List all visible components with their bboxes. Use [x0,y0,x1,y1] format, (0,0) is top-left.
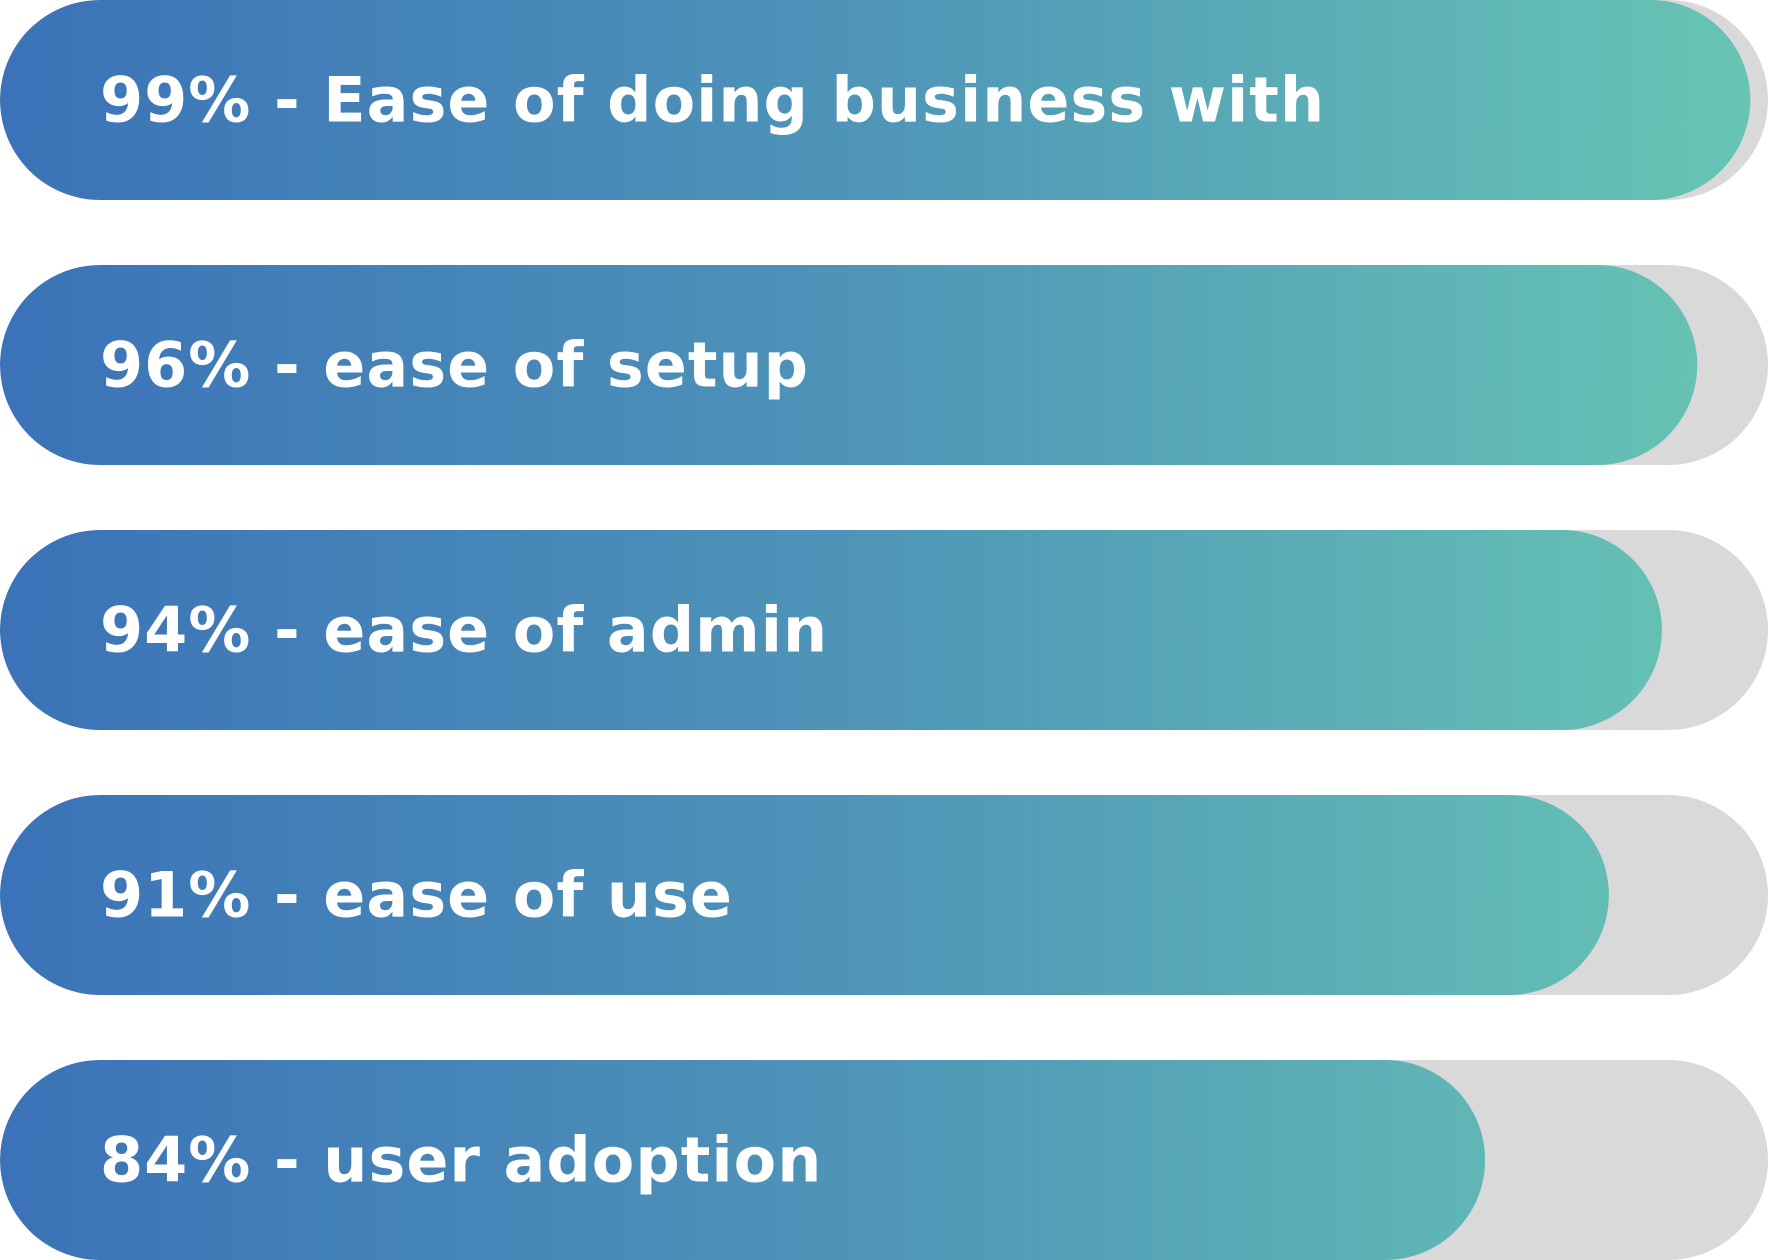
bar-row: 91% - ease of use [0,795,1768,995]
bar-fill [0,0,1751,200]
bar-row: 84% - user adoption [0,1060,1768,1260]
bar-fill [0,1060,1486,1260]
bar-fill [0,265,1698,465]
bar-label: 84% - user adoption [100,1124,822,1197]
bar-label: 96% - ease of setup [100,329,809,402]
bar-label: 99% - Ease of doing business with [100,64,1325,137]
bar-row: 99% - Ease of doing business with [0,0,1768,200]
bar-fill [0,530,1662,730]
bar-row: 94% - ease of admin [0,530,1768,730]
bar-label: 94% - ease of admin [100,594,828,667]
bar-label: 91% - ease of use [100,859,733,932]
bar-row: 96% - ease of setup [0,265,1768,465]
bar-fill [0,795,1609,995]
